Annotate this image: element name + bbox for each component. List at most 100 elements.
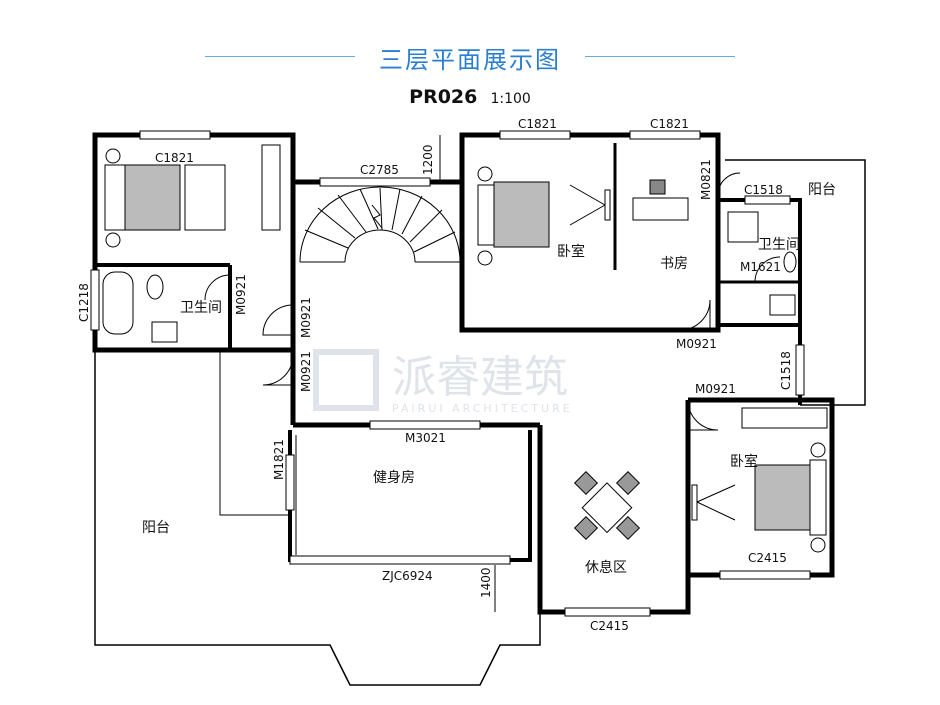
bed-north xyxy=(493,181,550,248)
lounge-table xyxy=(581,482,633,534)
room-label-bath-west: 卫生间 xyxy=(180,300,222,316)
plan-scale: 1:100 xyxy=(490,91,531,107)
bed-headboard-west xyxy=(104,164,126,231)
shower-east xyxy=(727,211,759,243)
label-zjc6924: ZJC6924 xyxy=(382,569,433,583)
window-c1218 xyxy=(90,269,100,331)
watermark-logo-icon xyxy=(313,349,379,411)
nightstand-lamp-north-a xyxy=(477,166,493,182)
windows xyxy=(90,130,811,617)
page-title: 三层平面展示图 xyxy=(379,46,561,74)
study-chair xyxy=(649,179,666,195)
staircase xyxy=(299,186,461,263)
door-m1821 xyxy=(285,454,295,511)
label-dim-1400: 1400 xyxy=(479,567,493,598)
room-label-study: 书房 xyxy=(660,256,688,272)
watermark: 派睿建筑 PAIRUI ARCHITECTURE xyxy=(313,349,573,415)
nightstand-lamp-north-b xyxy=(477,250,493,266)
door-m1621-swing xyxy=(754,256,781,283)
door-m0921-swing-c xyxy=(204,274,231,301)
door-swings xyxy=(204,172,781,431)
watermark-text: 派睿建筑 xyxy=(392,352,568,403)
stair-tread-2 xyxy=(304,229,349,249)
sofa-west xyxy=(184,164,226,231)
toilet-west xyxy=(146,274,164,300)
label-m3021: M3021 xyxy=(405,431,446,445)
stair-tread-7 xyxy=(391,188,401,231)
stair-outer-arc xyxy=(299,186,461,263)
window-c2785 xyxy=(319,177,431,187)
furniture xyxy=(102,144,828,553)
bed-headboard-north xyxy=(477,184,495,246)
stair-tread-9 xyxy=(409,209,443,243)
door-m0921-swing-e xyxy=(687,399,719,431)
nightstand-lamp-east-b xyxy=(810,537,826,553)
stair-tread-8 xyxy=(401,195,423,235)
balcony-west-outline xyxy=(94,350,541,686)
sink-west xyxy=(151,321,178,343)
tv-east-sightline-a xyxy=(696,484,736,503)
bedroom-east-walls xyxy=(685,397,835,578)
nightstand-lamp-west-b xyxy=(105,232,121,248)
sink-east xyxy=(769,294,796,316)
stair-tread-4 xyxy=(337,194,367,233)
room-label-gym: 健身房 xyxy=(373,470,415,486)
lounge-chair-a xyxy=(573,470,599,496)
room-label-bedroom-east: 卧室 xyxy=(730,453,758,470)
room-label-bedroom-north: 卧室 xyxy=(557,243,585,260)
room-label-lounge: 休息区 xyxy=(585,559,627,576)
window-c2415-east xyxy=(719,570,811,580)
room-labels: 卧室 书房 卫生间 卫生间 阳台 卧室 健身房 阳台 休息区 xyxy=(142,182,836,576)
label-m0821: M0821 xyxy=(699,159,713,200)
window-c1821-north-b xyxy=(629,130,701,140)
window-c1518-top xyxy=(744,195,791,205)
label-m1621: M1621 xyxy=(740,260,781,274)
dimension-lines xyxy=(439,135,496,612)
stair-tread-10 xyxy=(413,231,456,253)
room-label-bath-east: 卫生间 xyxy=(758,237,800,253)
bed-headboard-east xyxy=(809,459,827,536)
lounge-walls xyxy=(537,425,691,615)
door-m0921-swing-b xyxy=(262,354,294,386)
label-c1518-top: C1518 xyxy=(744,183,783,197)
opening-labels: C1821 C2785 C1821 C1821 C1518 M1621 M092… xyxy=(77,117,793,633)
toilet-east xyxy=(783,251,797,273)
title-rule-left xyxy=(205,56,355,57)
lounge-chair-b xyxy=(615,470,641,496)
label-c1821-west: C1821 xyxy=(155,151,194,165)
tv-sightline-a xyxy=(569,184,606,206)
nightstand-lamp-west-a xyxy=(105,148,121,164)
nightstand-lamp-east-a xyxy=(810,442,826,458)
stair-tread-6 xyxy=(379,187,383,231)
tv-east xyxy=(691,484,698,521)
tv-sightline-b xyxy=(569,204,606,226)
bathtub-west xyxy=(102,271,134,335)
stair-break-mark xyxy=(371,204,383,229)
label-c1218: C1218 xyxy=(77,283,91,322)
label-c2785: C2785 xyxy=(360,163,399,177)
door-m3021 xyxy=(369,420,481,430)
plan-code: PR026 xyxy=(409,86,478,108)
stair-inner-arc xyxy=(344,229,416,263)
title-rule-right xyxy=(585,56,735,57)
tv-north xyxy=(604,189,611,221)
door-m0921-swing-d xyxy=(679,299,711,331)
watermark-subtext: PAIRUI ARCHITECTURE xyxy=(392,402,573,415)
label-m0921-b: M0921 xyxy=(299,351,313,392)
balcony-west-inner xyxy=(219,350,290,516)
label-c2415-east: C2415 xyxy=(748,551,787,565)
label-c1821-north-a: C1821 xyxy=(518,117,557,131)
window-c1821-west xyxy=(139,130,211,140)
bed-west xyxy=(124,164,181,231)
stair-tread-3 xyxy=(317,207,356,239)
label-m1821: M1821 xyxy=(272,439,286,480)
tv-east-sightline-b xyxy=(696,501,736,521)
label-m0921-bath: M0921 xyxy=(234,274,248,315)
door-m0821-swing xyxy=(717,172,741,196)
room-label-balcony-west: 阳台 xyxy=(142,520,170,536)
window-c1518-side xyxy=(795,344,805,396)
door-m0921-swing-a xyxy=(262,304,294,336)
lounge-chair-d xyxy=(615,515,641,541)
window-c2415-south xyxy=(564,607,651,617)
